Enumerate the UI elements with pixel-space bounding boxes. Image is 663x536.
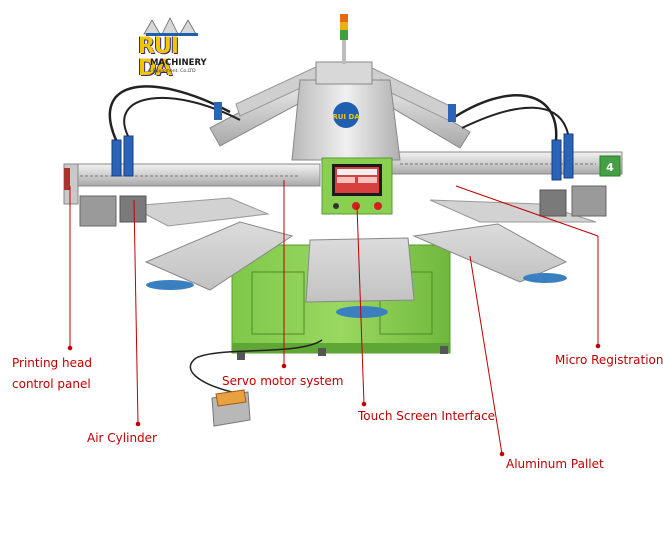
touch-screen-panel xyxy=(321,157,393,215)
leader-aluminum-pallet xyxy=(469,255,503,455)
label-touch-screen: Touch Screen Interface xyxy=(358,409,496,423)
logo-tagline: & Equipment, Co.LTD xyxy=(148,69,196,74)
label-air-cylinder: Air Cylinder xyxy=(87,431,157,445)
label-printing-head-line2: control panel xyxy=(12,377,91,391)
label-printing-head-line1: Printing head xyxy=(12,356,92,370)
logo-machines-icon xyxy=(143,17,198,36)
label-servo-motor: Servo motor system xyxy=(222,374,344,388)
aluminum-pallets xyxy=(128,197,597,318)
air-cylinders xyxy=(108,85,574,181)
central-hub: RUI DA xyxy=(291,14,401,161)
leader-micro-registration xyxy=(455,185,599,237)
leader-lines xyxy=(67,180,601,457)
foot-pedal xyxy=(189,339,323,427)
logo-subtitle: MACHINERY xyxy=(150,58,207,68)
arm-number-badge: 4 xyxy=(606,161,614,174)
label-aluminum-pallet: Aluminum Pallet xyxy=(506,457,604,471)
ruida-logo: RUI DA MACHINERY & Equipment, Co.LTD xyxy=(138,14,208,81)
leader-air-cylinder xyxy=(133,199,139,425)
leader-touch-screen xyxy=(356,205,365,405)
label-micro-registration: Micro Registration xyxy=(555,353,663,367)
logo-brand: RUI DA xyxy=(138,34,179,81)
svg-text:RUI DA: RUI DA xyxy=(332,113,360,121)
